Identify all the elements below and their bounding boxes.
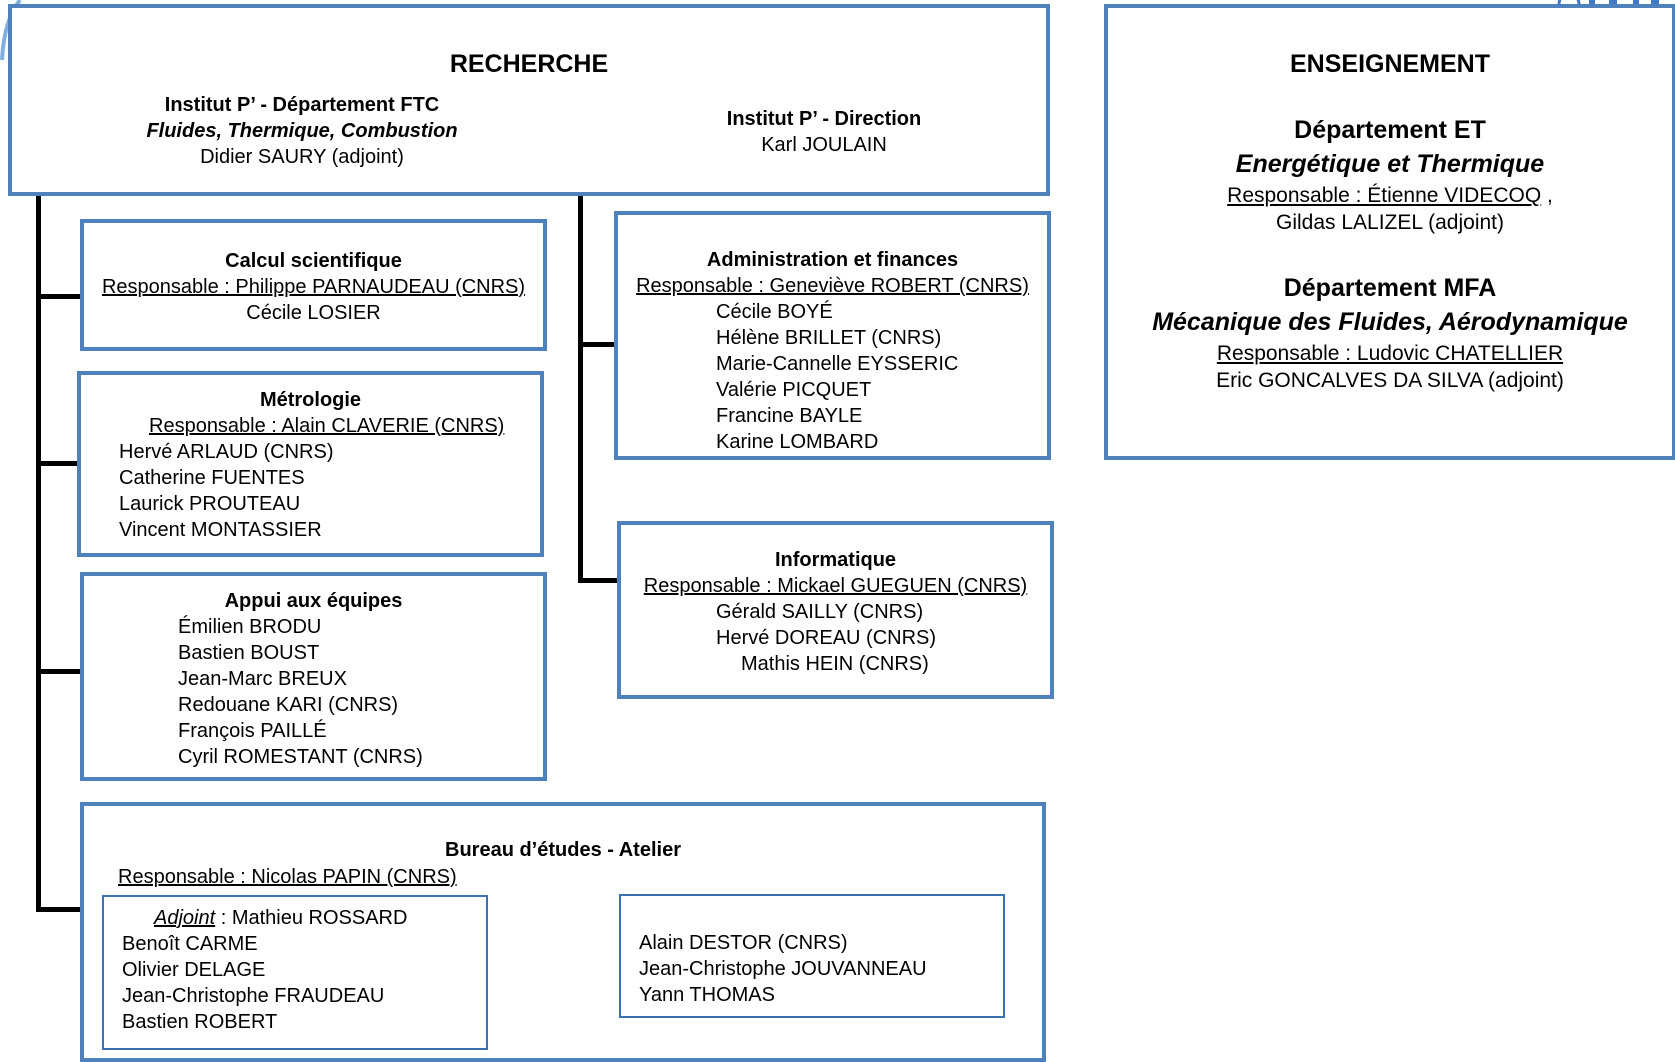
admin-box: Administration et finances Responsable :… [614,211,1051,460]
bureau-responsable: Responsable : Nicolas PAPIN (CNRS) [118,866,457,888]
direction-line1: Institut P’ - Direction [726,108,922,130]
bureau-member: Jean-Christophe FRAUDEAU [122,985,385,1007]
recherche-title: RECHERCHE [449,50,609,78]
admin-member: Francine BAYLE [716,405,863,427]
admin-member: Valérie PICQUET [716,379,872,401]
connector-right-trunk [578,193,583,583]
adjoint-label: Adjoint [154,907,216,929]
bureau-right-group: Alain DESTOR (CNRS) Jean-Christophe JOUV… [619,894,1005,1018]
bureau-title: Bureau d’études - Atelier [445,839,681,861]
calcul-box: Calcul scientifique Responsable : Philip… [80,219,547,351]
admin-member: Cécile BOYÉ [716,301,833,323]
bureau-member: Olivier DELAGE [122,959,266,981]
metrologie-member: Hervé ARLAUD (CNRS) [119,441,334,463]
enseignement-box: ENSEIGNEMENT Département ET Energétique … [1104,4,1675,460]
decorative-arc [0,0,22,60]
bureau-adjoint: Adjoint : Mathieu ROSSARD [154,905,407,931]
appui-title: Appui aux équipes [224,590,403,612]
metrologie-title: Métrologie [259,389,362,411]
mfa-subtitle: Mécanique des Fluides, Aérodynamique [1152,308,1628,336]
ftc-line3: Didier SAURY (adjoint) [200,146,404,168]
appui-member: Cyril ROMESTANT (CNRS) [178,746,423,768]
mfa-title: Département MFA [1283,274,1497,302]
calcul-title: Calcul scientifique [225,250,402,272]
mfa-adjoint: Eric GONCALVES DA SILVA (adjoint) [1216,369,1564,392]
adjoint-name: : Mathieu ROSSARD [215,907,408,929]
connector-left-trunk [36,193,41,909]
admin-member: Karine LOMBARD [716,431,879,453]
et-responsable-line: Responsable : Étienne VIDECOQ , [1108,183,1672,209]
info-member: Hervé DOREAU (CNRS) [716,627,937,649]
metrologie-box: Métrologie Responsable : Alain CLAVERIE … [77,371,544,557]
metrologie-member: Catherine FUENTES [119,467,305,489]
metrologie-member: Laurick PROUTEAU [119,493,301,515]
mfa-responsable: Responsable : Ludovic CHATELLIER [1216,342,1564,365]
admin-responsable: Responsable : Geneviève ROBERT (CNRS) [636,275,1029,297]
info-member: Mathis HEIN (CNRS) [741,653,929,675]
appui-box: Appui aux équipes Émilien BRODU Bastien … [80,572,547,781]
direction-line2: Karl JOULAIN [761,134,887,156]
appui-member: François PAILLÉ [178,720,327,742]
bureau-member: Bastien ROBERT [122,1011,278,1033]
bureau-member: Benoît CARME [122,933,258,955]
bureau-left-group: Adjoint : Mathieu ROSSARD Benoît CARME O… [102,895,488,1050]
bureau-member: Jean-Christophe JOUVANNEAU [639,958,927,980]
appui-member: Bastien BOUST [178,642,320,664]
bureau-member: Alain DESTOR (CNRS) [639,932,848,954]
enseignement-title: ENSEIGNEMENT [1289,50,1491,78]
et-adjoint: Gildas LALIZEL (adjoint) [1276,211,1504,234]
info-member: Gérald SAILLY (CNRS) [716,601,924,623]
bureau-box: Bureau d’études - Atelier Responsable : … [80,802,1046,1062]
connector-calcul [36,294,83,299]
info-box: Informatique Responsable : Mickael GUEGU… [617,521,1054,699]
et-title: Département ET [1294,116,1486,144]
recherche-box: RECHERCHE Institut P’ - Département FTC … [8,4,1050,196]
connector-info [578,578,617,583]
appui-member: Jean-Marc BREUX [178,668,347,690]
admin-member: Hélène BRILLET (CNRS) [716,327,942,349]
admin-title: Administration et finances [706,249,959,271]
info-responsable: Responsable : Mickael GUEGUEN (CNRS) [643,575,1028,597]
info-title: Informatique [774,549,897,571]
et-responsable-suffix: , [1541,184,1553,207]
appui-member: Émilien BRODU [178,616,322,638]
metrologie-member: Vincent MONTASSIER [119,519,322,541]
calcul-responsable: Responsable : Philippe PARNAUDEAU (CNRS) [101,276,526,298]
appui-member: Redouane KARI (CNRS) [178,694,399,716]
ftc-line1: Institut P’ - Département FTC [164,94,440,116]
connector-appui [36,669,83,674]
admin-member: Marie-Cannelle EYSSERIC [716,353,959,375]
et-subtitle: Energétique et Thermique [1235,150,1545,178]
bureau-member: Yann THOMAS [639,984,775,1006]
connector-metrologie [36,461,79,466]
et-responsable: Responsable : Étienne VIDECOQ [1227,184,1542,207]
ftc-line2: Fluides, Thermique, Combustion [146,120,458,142]
connector-bureau [36,907,83,912]
calcul-member: Cécile LOSIER [246,302,381,324]
connector-admin [578,342,617,347]
metrologie-responsable: Responsable : Alain CLAVERIE (CNRS) [149,415,505,437]
